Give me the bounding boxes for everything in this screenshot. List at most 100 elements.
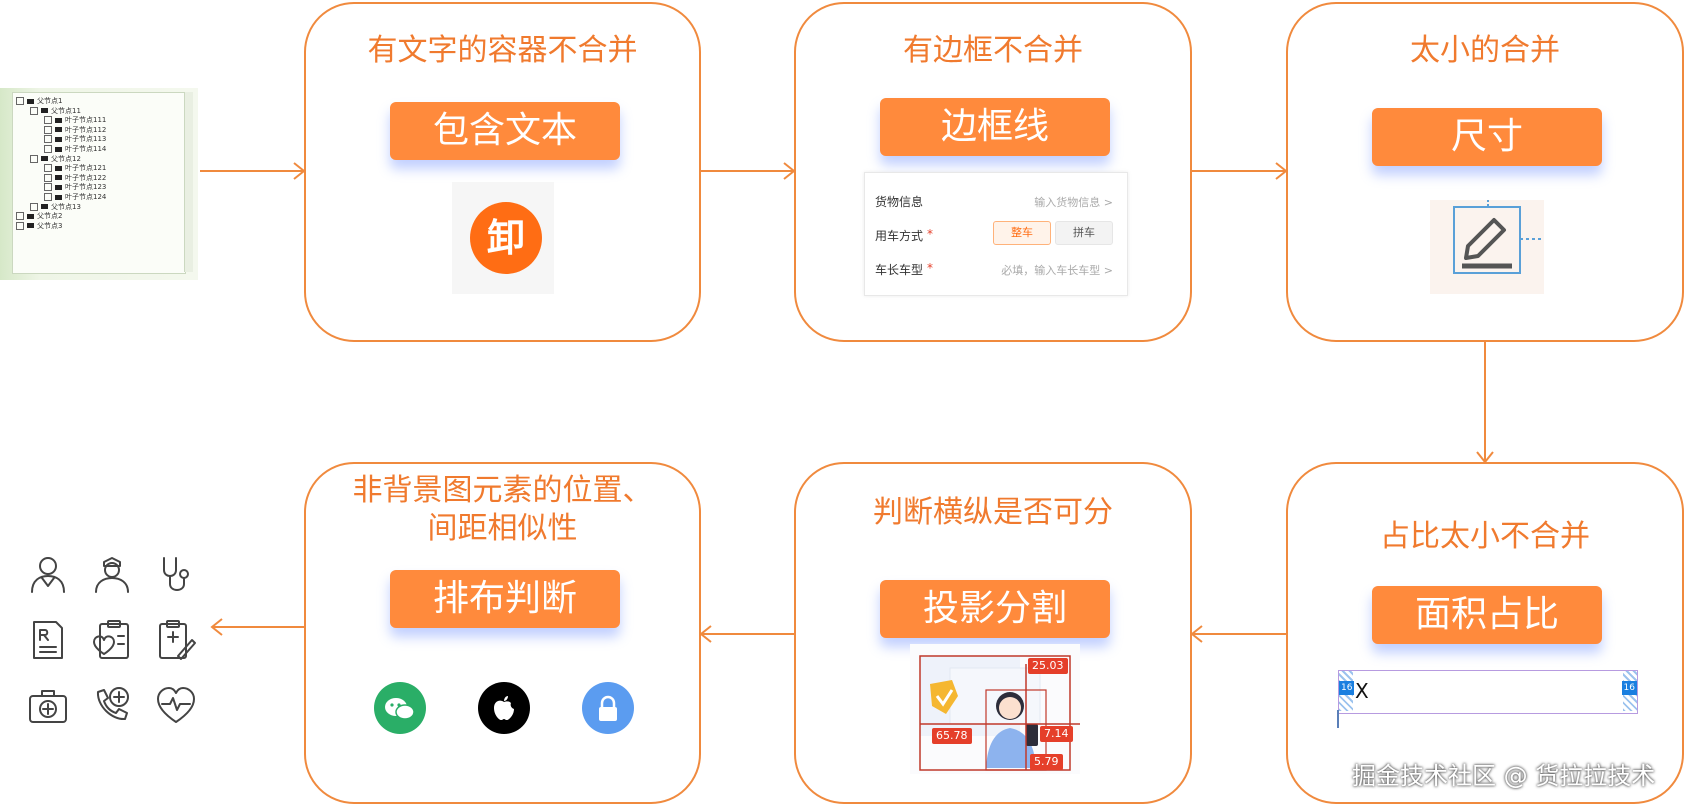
file-icon: [55, 127, 62, 133]
checkbox-icon[interactable]: [44, 135, 52, 144]
checkbox-icon[interactable]: [30, 106, 38, 115]
tree-node-label: 叶子节点112: [65, 125, 107, 134]
file-icon: [55, 184, 62, 190]
folder-icon: [27, 98, 34, 104]
step-title: 有文字的容器不合并: [367, 33, 638, 68]
tree-node[interactable]: 叶子节点112: [44, 125, 106, 135]
step-text-container: 有文字的容器不合并 包含文本 卸: [304, 2, 701, 342]
size-button[interactable]: 尺寸: [1372, 108, 1602, 166]
watermark: 掘金技术社区 @ 货拉拉技术: [1352, 762, 1656, 790]
folder-icon: [27, 213, 34, 219]
lock-icon: [582, 682, 634, 734]
tree-node[interactable]: 父节点11: [30, 106, 81, 116]
checkbox-icon[interactable]: [44, 125, 52, 134]
tree-node-label: 叶子节点123: [65, 183, 107, 192]
tree-node[interactable]: 叶子节点113: [44, 134, 106, 144]
projection-split-button[interactable]: 投影分割: [880, 580, 1110, 638]
checkbox-icon[interactable]: [16, 212, 24, 221]
tree-node[interactable]: 父节点12: [30, 154, 81, 164]
form-label: 车长车型: [875, 263, 924, 277]
shield-icon: [930, 680, 958, 714]
tree-node[interactable]: 叶子节点122: [44, 173, 106, 183]
health-report-icon: [93, 620, 129, 659]
checkbox-icon[interactable]: [44, 164, 52, 173]
tree-node[interactable]: 父节点3: [16, 221, 62, 231]
checkbox-icon[interactable]: [44, 116, 52, 125]
step-layout: 非背景图元素的位置、 间距相似性 排布判断: [304, 462, 701, 804]
file-icon: [55, 194, 62, 200]
stethoscope-icon: [163, 557, 189, 591]
medical-icon-grid: [22, 548, 202, 728]
tree-node[interactable]: 父节点13: [30, 202, 81, 212]
tree-node[interactable]: 父节点2: [16, 211, 62, 221]
doctor-icon: [31, 557, 65, 593]
contains-text-button[interactable]: 包含文本: [390, 102, 620, 160]
area-ratio-button[interactable]: 面积占比: [1372, 586, 1602, 644]
arrowhead: [699, 625, 712, 643]
step-border: 有边框不合并 边框线 货物信息 输入货物信息 > 用车方式 * 整车 拼车 车长…: [794, 2, 1192, 342]
form-sample: 货物信息 输入货物信息 > 用车方式 * 整车 拼车 车长车型 * 必填，输入车…: [864, 172, 1128, 296]
tree-node[interactable]: 父节点1: [16, 96, 62, 106]
checkbox-icon[interactable]: [30, 154, 38, 163]
projection-label: 65.78: [932, 728, 972, 744]
tree-node[interactable]: 叶子节点114: [44, 144, 106, 154]
ratio-sample: 16 16 X: [1338, 670, 1638, 714]
unload-icon-tile: 卸: [452, 182, 554, 294]
form-label: 货物信息: [875, 195, 924, 209]
option-full-truck[interactable]: 整车: [993, 221, 1051, 245]
folder-icon: [41, 156, 48, 162]
checkbox-icon[interactable]: [44, 193, 52, 201]
file-icon: [55, 175, 62, 181]
x-mark: X: [1355, 679, 1369, 703]
step-title-line1: 非背景图元素的位置、: [352, 473, 653, 508]
projection-illustration: 25.03 65.78 7.14 5.79: [910, 644, 1080, 774]
tree-node[interactable]: 叶子节点121: [44, 163, 106, 173]
tree-node[interactable]: 叶子节点123: [44, 182, 106, 192]
tree-node-label: 叶子节点121: [65, 164, 107, 173]
tree-node-label: 父节点3: [37, 221, 63, 230]
form-hint: 输入货物信息 >: [1034, 196, 1113, 209]
unload-icon: 卸: [470, 202, 542, 274]
wechat-icon: [374, 682, 426, 734]
step-title: 有边框不合并: [903, 33, 1083, 68]
tree-scrollbar[interactable]: [184, 92, 193, 272]
folder-icon: [27, 223, 34, 229]
border-line-button[interactable]: 边框线: [880, 98, 1110, 156]
checkbox-icon[interactable]: [44, 145, 52, 153]
tree-node-label: 叶子节点122: [65, 173, 107, 182]
checkbox-icon[interactable]: [44, 183, 52, 192]
tree-node[interactable]: 叶子节点124: [44, 192, 106, 202]
step-area-ratio: 占比太小不合并 面积占比 16 16 X: [1286, 462, 1684, 804]
tree-node[interactable]: 叶子节点111: [44, 115, 106, 125]
layout-judge-button[interactable]: 排布判断: [390, 570, 620, 628]
checkbox-icon[interactable]: [30, 202, 38, 211]
tree-node-label: 父节点12: [51, 154, 81, 163]
form-hint: 必填，输入车长车型 >: [1001, 264, 1113, 277]
checkbox-icon[interactable]: [16, 221, 24, 230]
form-label: 用车方式: [875, 229, 924, 243]
option-shared-truck[interactable]: 拼车: [1055, 221, 1113, 245]
step-title: 占比太小不合并: [1380, 519, 1590, 554]
medical-clipboard-icon: [159, 620, 196, 660]
nurse-icon: [95, 557, 129, 593]
step-title-line2: 间距相似性: [427, 511, 578, 546]
tree-node-label: 叶子节点113: [65, 135, 107, 144]
tree-node-label: 父节点11: [51, 106, 81, 115]
checkbox-icon[interactable]: [44, 173, 52, 182]
edit-icon-tile: [1430, 200, 1544, 294]
apple-icon: [478, 682, 530, 734]
tree-node-label: 叶子节点114: [65, 145, 107, 153]
size-badge-right: 16: [1621, 681, 1637, 695]
step-title: 判断横纵是否可分: [873, 495, 1113, 530]
file-icon: [55, 146, 62, 152]
projection-label: 7.14: [1040, 726, 1073, 742]
checkbox-icon[interactable]: [16, 97, 24, 105]
step-title: 太小的合并: [1410, 33, 1560, 68]
tree-node-label: 父节点2: [37, 212, 63, 221]
prescription-icon: [33, 621, 63, 659]
person-illustration: [986, 728, 1036, 768]
medical-phone-icon: [96, 687, 129, 721]
heartbeat-icon: [157, 687, 195, 723]
projection-label: 25.03: [1028, 658, 1068, 674]
file-icon: [55, 136, 62, 142]
